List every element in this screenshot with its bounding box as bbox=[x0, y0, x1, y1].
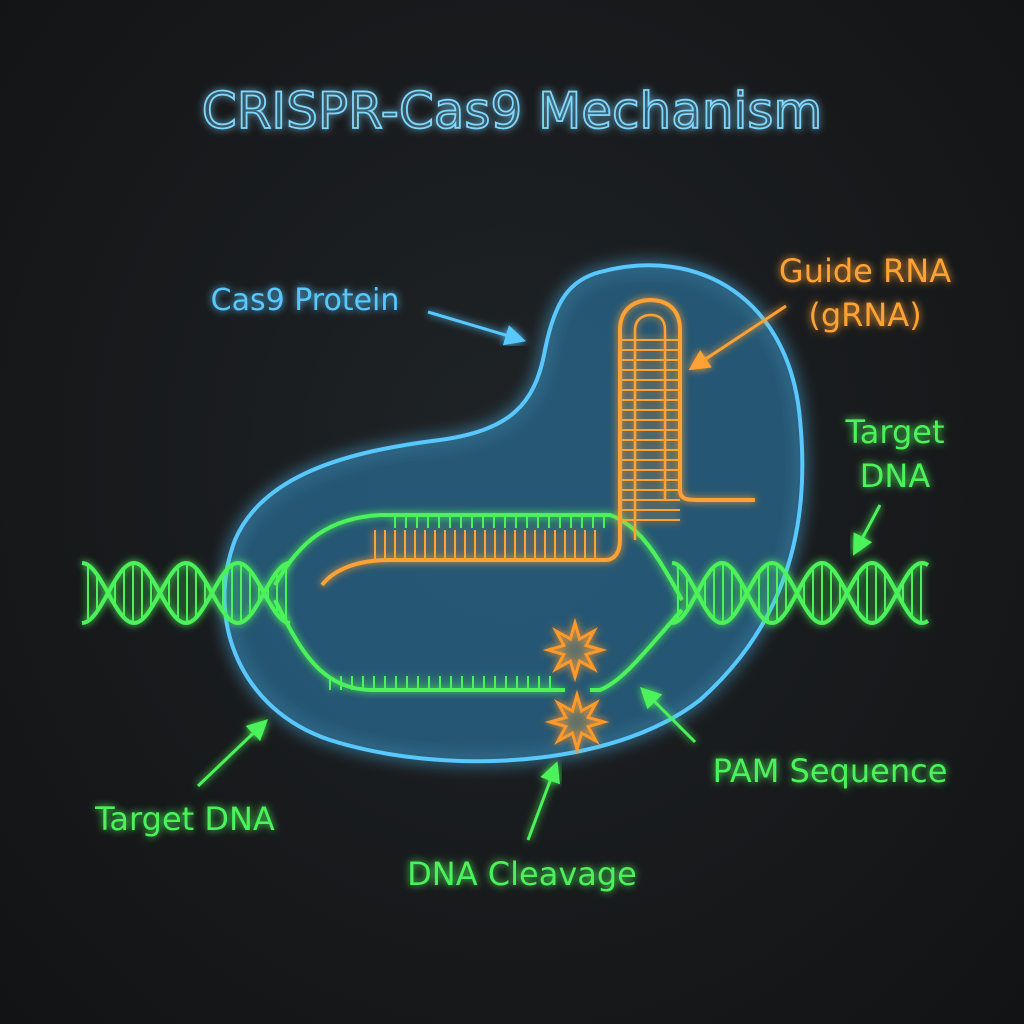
cas9-protein-arrow bbox=[427, 310, 527, 346]
guide-rna-inner-strand bbox=[633, 313, 667, 540]
guide-rna-label: Guide RNA bbox=[779, 252, 951, 290]
dna-bubble-ticks bbox=[329, 515, 605, 690]
target-dna-left-label: Target DNA bbox=[94, 800, 275, 838]
dna-strand bbox=[81, 560, 291, 626]
guide-rna-strand bbox=[320, 297, 755, 587]
dna-left-helix bbox=[81, 560, 291, 626]
dna-cleavage-arrow bbox=[526, 761, 560, 841]
cleavage-spark-icon bbox=[542, 617, 608, 683]
dna-strand bbox=[81, 560, 291, 626]
guide-rna-hairpin-rungs bbox=[620, 339, 680, 521]
target-dna-right-label: Target bbox=[845, 413, 945, 451]
diagram-title: CRISPR-Cas9 Mechanism bbox=[202, 82, 822, 140]
dna-bottom-strand-right bbox=[590, 608, 684, 692]
guide-rna-duplex-rungs bbox=[374, 530, 596, 560]
guide-rna bbox=[320, 297, 755, 587]
guide-rna-arrow bbox=[688, 304, 787, 371]
pam-sequence-label: PAM Sequence bbox=[713, 752, 948, 790]
target-dna-left-arrow bbox=[196, 719, 269, 788]
dna-top-strand bbox=[273, 513, 684, 601]
cleavage-spark-icon bbox=[544, 689, 610, 755]
pam-sequence-arrow bbox=[640, 687, 697, 744]
dna-right-helix bbox=[671, 560, 930, 626]
cas9-protein-label: Cas9 Protein bbox=[211, 283, 400, 318]
dna-unwound-bubble bbox=[273, 513, 684, 692]
target-dna-right-arrow bbox=[853, 504, 882, 556]
target-dna-right-label-line2: DNA bbox=[860, 457, 931, 495]
dna-cleavage-label: DNA Cleavage bbox=[407, 855, 637, 893]
guide-rna-label-abbrev: (gRNA) bbox=[808, 296, 921, 334]
